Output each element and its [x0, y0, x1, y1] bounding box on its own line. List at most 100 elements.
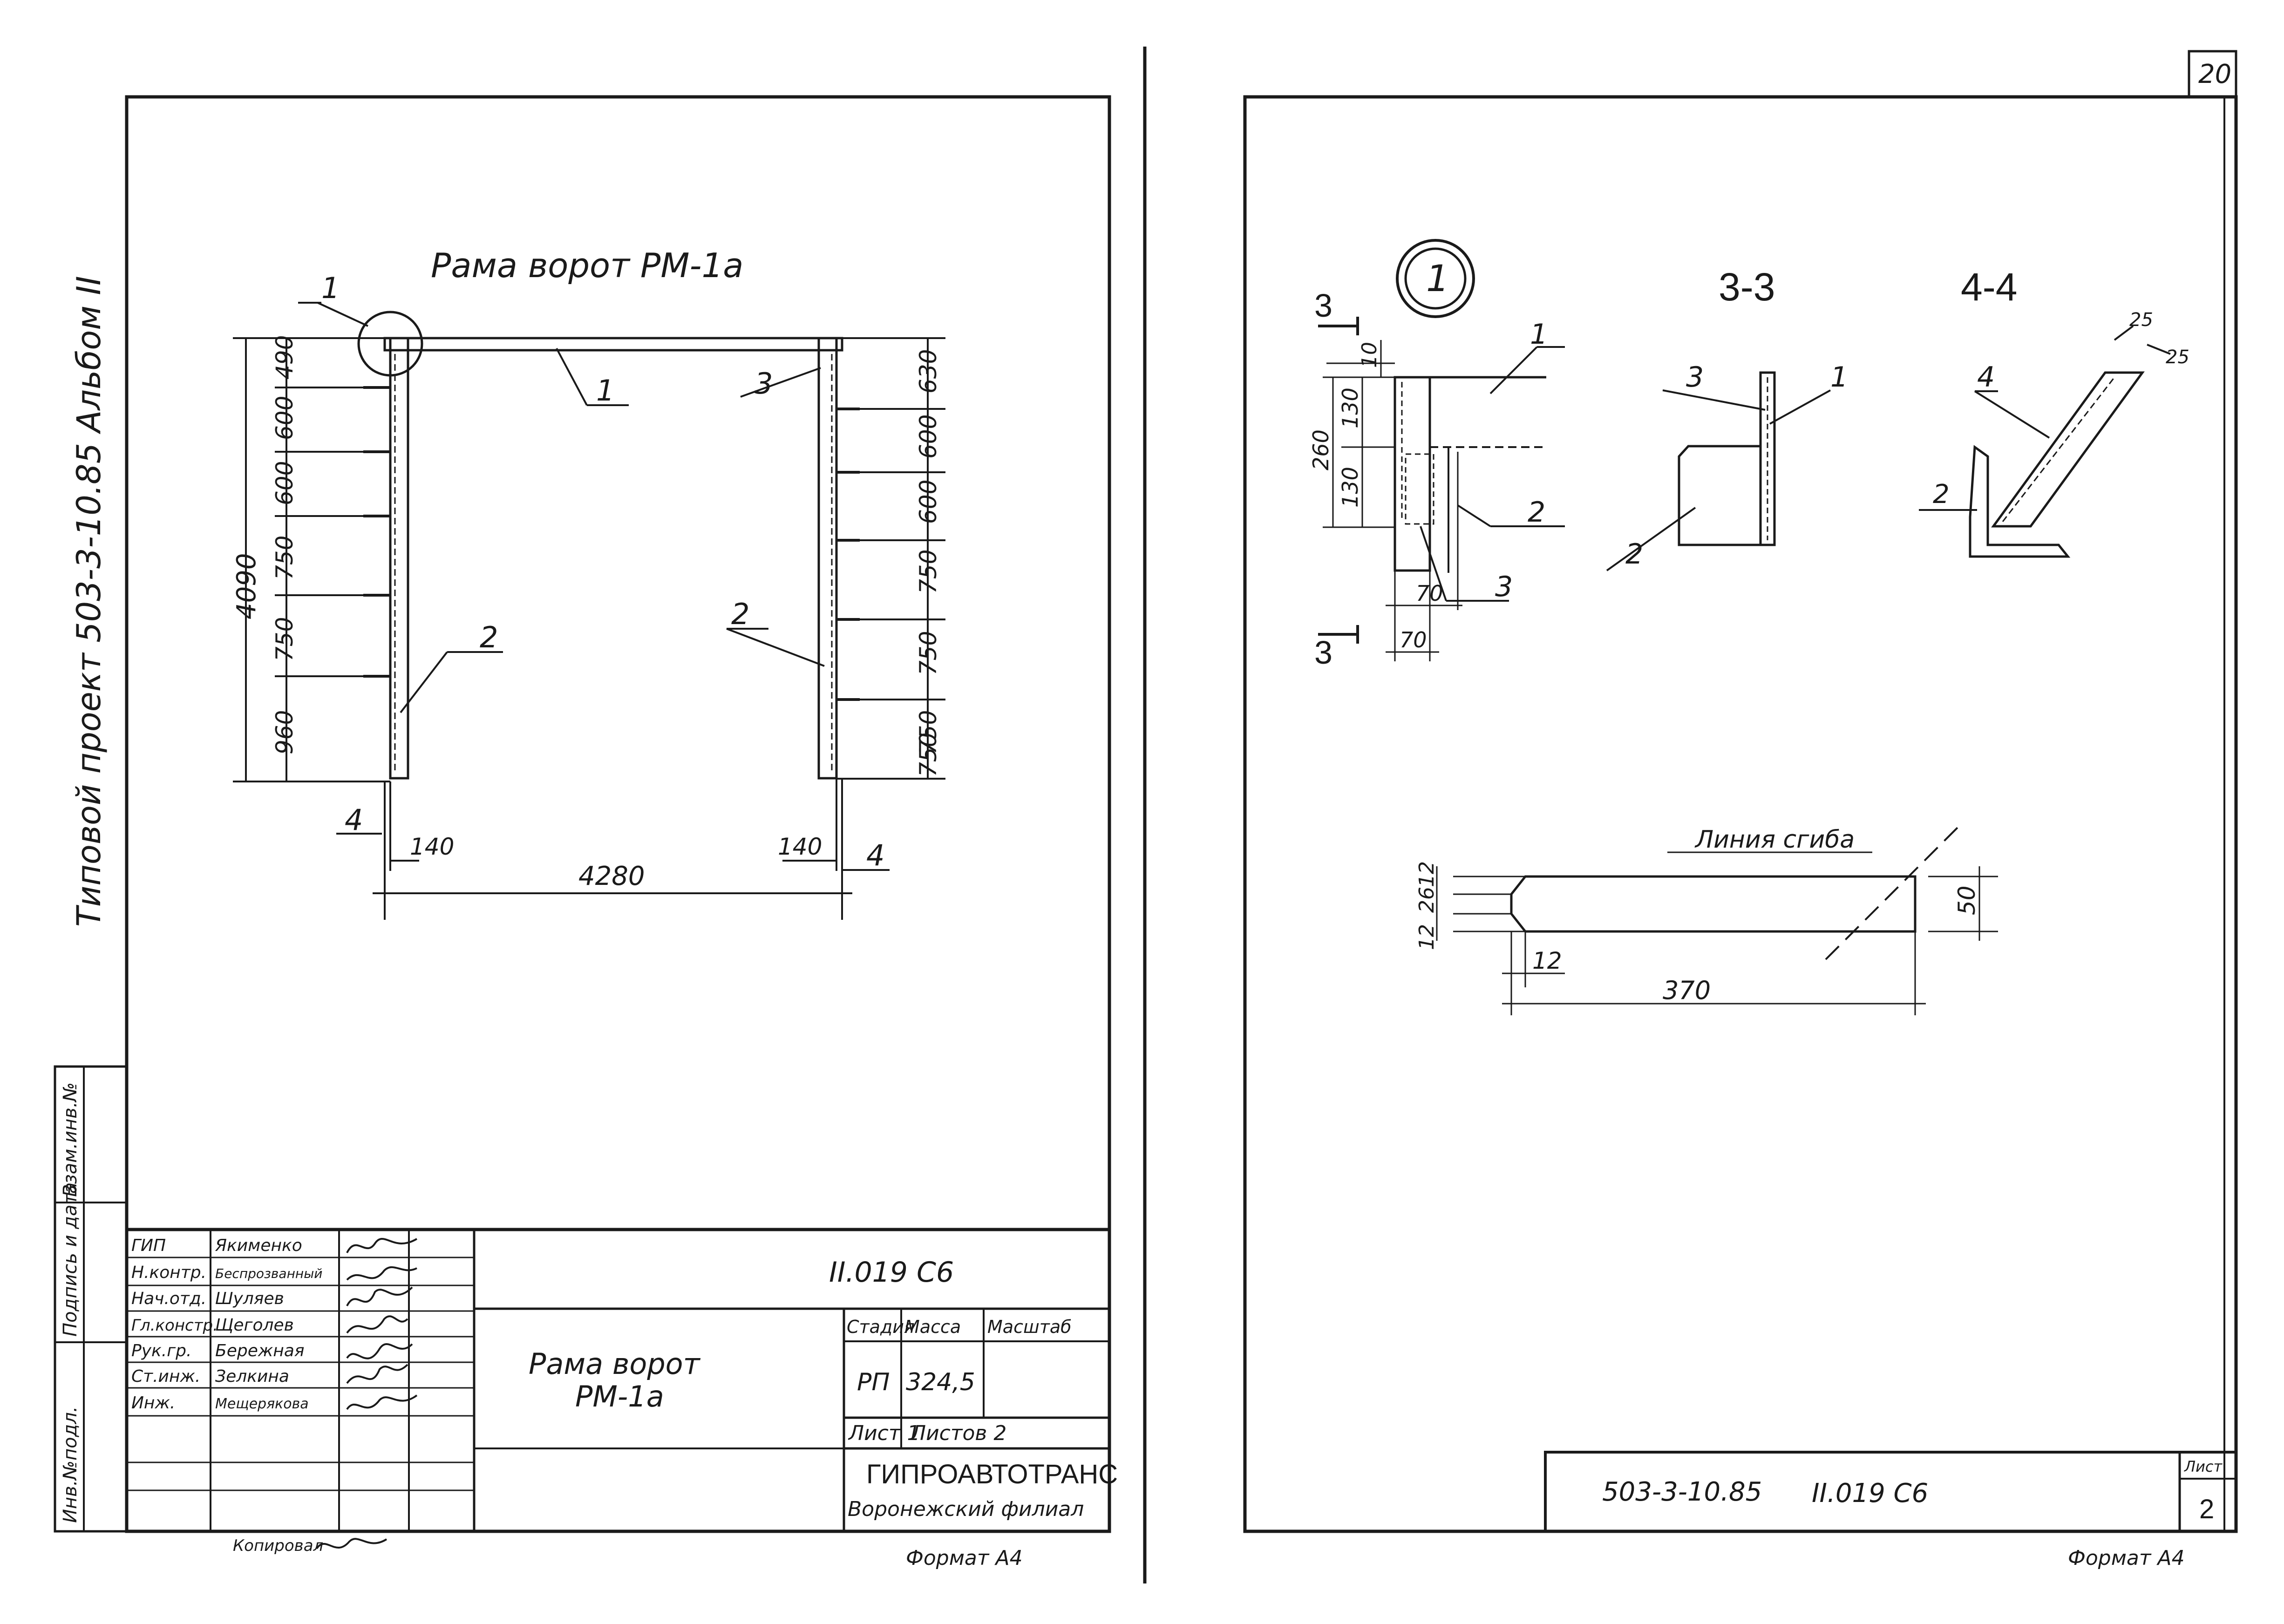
role-5: Ст.инж. [131, 1367, 200, 1386]
detail-callout-3: 3 [1495, 571, 1513, 603]
s44-dim-25b: 25 [2166, 347, 2189, 368]
section-33-geometry [1678, 371, 1776, 546]
copied-signature [316, 1538, 387, 1549]
detail-dim-h-bottom: 130 [1338, 467, 1363, 508]
side-podpis-data: Подпись и дата [60, 1182, 81, 1337]
value-mass: 324,5 [906, 1368, 975, 1396]
name-0: Якименко [215, 1236, 302, 1255]
dim-right-d1: 630 [915, 349, 942, 394]
bend-dims-lines [1436, 866, 1998, 1015]
detail-dim-w2: 70 [1400, 627, 1427, 652]
s44-dim-25a: 25 [2129, 309, 2153, 331]
bottom-dimension [373, 779, 852, 920]
stamp-doc-code: II.019 С6 [1812, 1478, 1928, 1508]
detail-callout-lines [1420, 346, 1565, 602]
dim-bottom-span: 4280 [578, 861, 645, 891]
s33-callout-2: 2 [1625, 538, 1643, 571]
right-sheet: 20 1 3-3 4-4 3 3 [1243, 50, 2238, 1570]
left-frame [125, 95, 1111, 1533]
format-right: Формат А4 [2068, 1546, 2185, 1570]
sheets-total: Листов 2 [910, 1421, 1006, 1445]
callout-4-left: 4 [345, 803, 363, 837]
name-5: Зелкина [215, 1367, 289, 1386]
gate-frame-geometry [357, 311, 860, 780]
stamp-sheet-header: Лист [2184, 1458, 2223, 1475]
role-2: Нач.отд. [131, 1289, 206, 1308]
callout-1-beam: 1 [596, 374, 614, 408]
header-scale: Масштаб [987, 1317, 1072, 1337]
dim-right-d4: 750 [915, 550, 942, 594]
dim-left-d4: 750 [271, 536, 298, 580]
dim-right-d6: 750 [915, 710, 942, 754]
dim-right-d2: 600 [915, 414, 942, 459]
section-44-callout-lines [1919, 325, 2171, 511]
dim-left-total: 4090 [231, 553, 262, 619]
right-stamp [1544, 1451, 2237, 1533]
role-1: Н.контр. [131, 1263, 206, 1282]
side-vzam-inv: Взам.инв.№ [60, 1082, 81, 1197]
callout-3: 3 [755, 367, 773, 401]
side-project-line: Типовой проект 503-3-10.85 Альбом II [70, 276, 108, 927]
stamp-doc-number: 503-3-10.85 [1602, 1477, 1762, 1507]
dim-left-d2: 600 [271, 396, 298, 440]
s33-callout-3: 3 [1686, 361, 1704, 394]
cut-mark-bottom: 3 [1314, 634, 1332, 671]
detail-callout-1: 1 [1530, 318, 1548, 351]
dim-right-d7: 750 [915, 733, 942, 777]
section-33-callout-lines [1606, 389, 1831, 571]
bend-line-label: Линия сгиба [1694, 826, 1855, 854]
name-1: Беспрозванный [215, 1266, 323, 1281]
section-44-geometry [1969, 371, 2145, 558]
detail-label: 1 [1426, 258, 1449, 300]
right-dimension-chain [836, 337, 945, 780]
dim-right-d3: 600 [915, 480, 942, 524]
callout-2-right: 2 [731, 597, 749, 631]
sheet-number: Лист 1 [848, 1421, 920, 1445]
detail-dim-w1: 70 [1416, 581, 1443, 606]
detail-dims-lines [1323, 340, 1462, 661]
copied-label: Копировал [233, 1536, 323, 1555]
detail-dim-h-total: 260 [1308, 429, 1333, 470]
dim-right-d5: 750 [915, 631, 942, 675]
left-callouts [298, 302, 890, 871]
callout-1-detail: 1 [321, 271, 340, 305]
bend-dim-bottom-12: 12 [1532, 947, 1562, 974]
dim-left-d3: 600 [271, 461, 298, 505]
detail-circle-inner [1404, 247, 1467, 310]
page-corner-number: 20 [2198, 59, 2231, 89]
signatures [346, 1238, 418, 1410]
section-4-4: 4-4 [1961, 265, 2017, 309]
header-mass: Масса [904, 1317, 961, 1337]
bend-dim-left-12b: 12 [1415, 924, 1439, 950]
doc-code: II.019 С6 [829, 1256, 954, 1289]
detail-circle-outer [1396, 239, 1475, 318]
side-stamp-table: Взам.инв.№ Подпись и дата Инв.№подл. [54, 1065, 128, 1533]
role-0: ГИП [131, 1236, 166, 1255]
drawing-name-line1: Рама ворот [529, 1347, 701, 1381]
format-left: Формат А4 [906, 1546, 1023, 1570]
cut-marks [1318, 317, 1359, 644]
title-block [127, 1228, 1109, 1531]
org-branch: Воронежский филиал [848, 1497, 1084, 1521]
drawing-name-line2: РМ-1а [575, 1379, 664, 1413]
dim-bottom-offset-right: 140 [778, 833, 822, 860]
detail-dim-h-top: 130 [1338, 387, 1363, 428]
callout-2-left: 2 [480, 620, 498, 654]
section-3-3: 3-3 [1719, 265, 1775, 309]
detail-dim-top-gap: 10 [1358, 342, 1381, 368]
name-2: Шуляев [215, 1289, 284, 1308]
role-4: Рук.гр. [131, 1341, 191, 1360]
s33-callout-1: 1 [1830, 361, 1848, 394]
left-sheet: Типовой проект 503-3-10.85 Альбом II Вза… [54, 95, 1118, 1570]
header-stage: Стадия [847, 1317, 915, 1337]
cut-mark-top: 3 [1314, 287, 1332, 324]
callout-4-right: 4 [866, 838, 884, 872]
detail-1-geometry [1394, 376, 1546, 573]
dim-left-d5: 750 [271, 617, 298, 661]
bend-dim-length: 370 [1663, 976, 1711, 1005]
role-3: Гл.констр. [131, 1316, 218, 1335]
bend-dim-left-26: 26 [1415, 887, 1439, 913]
dim-bottom-offset-left: 140 [410, 833, 454, 860]
drawing-title: Рама ворот РМ-1а [431, 246, 743, 285]
